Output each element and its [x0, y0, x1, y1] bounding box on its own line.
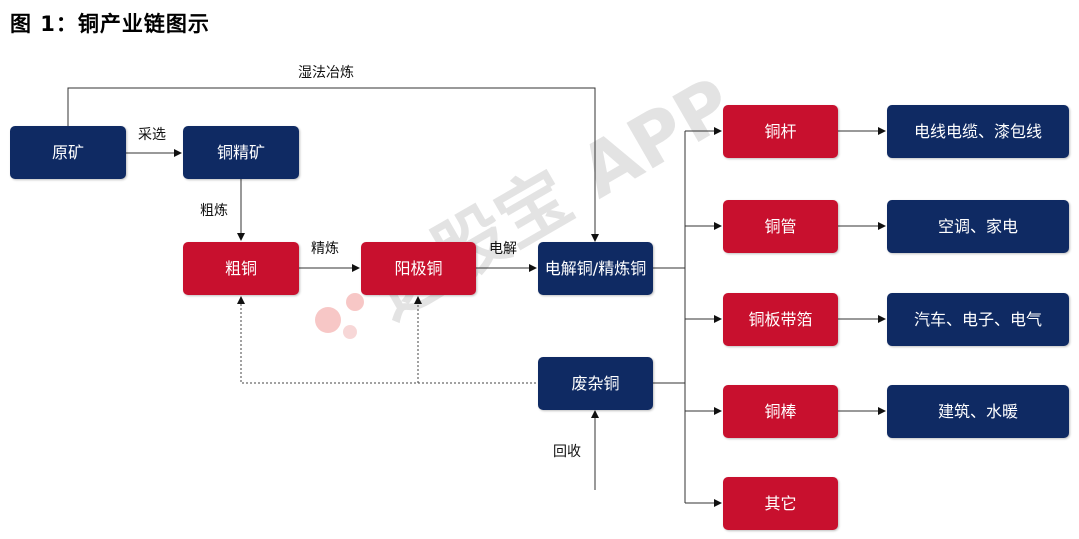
box-scrap-copper: 废杂铜: [538, 357, 653, 410]
box-use-build: 建筑、水暖: [887, 385, 1069, 438]
arrow-scrap-to-blister: [237, 296, 536, 384]
box-raw-ore: 原矿: [10, 126, 126, 179]
box-use-ac: 空调、家电: [887, 200, 1069, 253]
box-copper-plate: 铜板带箔: [723, 293, 838, 346]
label-smelting: 粗炼: [200, 203, 228, 219]
box-blister-copper: 粗铜: [183, 242, 299, 295]
arrow-hydrometallurgy: [67, 87, 599, 242]
box-copper-tube: 铜管: [723, 200, 838, 253]
box-use-auto: 汽车、电子、电气: [887, 293, 1069, 346]
box-cathode-copper: 电解铜/精炼铜: [538, 242, 653, 295]
figure-title: 图 1：铜产业链图示: [10, 12, 210, 36]
label-electrolysis: 电解: [489, 241, 517, 257]
box-copper-rod: 铜杆: [723, 105, 838, 158]
box-anode-copper: 阳极铜: [361, 242, 476, 295]
box-copper-concentrate: 铜精矿: [183, 126, 299, 179]
box-other: 其它: [723, 477, 838, 530]
label-recycling: 回收: [553, 444, 581, 460]
label-refining: 精炼: [311, 241, 339, 257]
label-beneficiation: 采选: [138, 127, 166, 143]
trunk-line: [653, 131, 686, 503]
box-use-wire: 电线电缆、漆包线: [887, 105, 1069, 158]
label-hydrometallurgy: 湿法冶炼: [298, 65, 354, 81]
box-copper-bar: 铜棒: [723, 385, 838, 438]
